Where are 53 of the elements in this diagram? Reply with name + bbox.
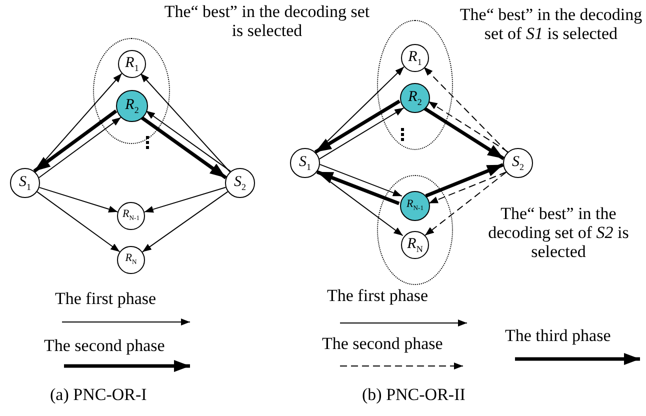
node-label: R$_{N}$ <box>407 236 423 254</box>
group-heading: The“ best” in the decoding set is selected <box>163 2 371 40</box>
arrow <box>319 164 402 197</box>
arrow <box>144 186 226 213</box>
node-circle <box>117 202 145 230</box>
node-circle <box>401 44 429 72</box>
node-label: R$_{1}$ <box>125 56 139 72</box>
node-label: S$_{1}$ <box>299 154 311 172</box>
group-heading: The“ best” in the decoding set of S2 is selected <box>487 204 630 261</box>
node-circle <box>10 168 40 198</box>
legend-label: The third phase <box>505 326 611 346</box>
node-label: S$_{2}$ <box>234 174 246 192</box>
node-circle <box>400 83 430 113</box>
legend-label: The first phase <box>327 286 428 306</box>
arrow <box>424 172 507 236</box>
node-label: R$_{2}$ <box>408 90 422 106</box>
figure-caption: (a) PNC-OR-I <box>50 385 147 405</box>
arrow <box>318 107 404 160</box>
arrow <box>314 100 400 154</box>
node-circle <box>290 148 320 178</box>
node-circle <box>401 231 429 259</box>
node-label: R$_{N}$ <box>125 253 137 267</box>
arrow <box>428 172 507 204</box>
arrow <box>425 163 504 198</box>
node-label: S$_{2}$ <box>512 154 524 172</box>
node-label: S$_{1}$ <box>19 174 31 192</box>
arrow <box>423 106 505 160</box>
node-circle <box>400 191 430 221</box>
node-label: R$_{2}$ <box>125 98 139 114</box>
node-circle <box>116 90 148 122</box>
node-circle <box>225 168 255 198</box>
node-label: R$_{N-1}$ <box>406 199 424 213</box>
node-circle <box>117 246 145 274</box>
node-circle <box>503 148 533 178</box>
arrow <box>142 191 228 252</box>
arrow <box>423 66 508 153</box>
legend-label: The first phase <box>55 289 156 309</box>
group-heading: The“ best” in the decoding set of S1 is selected <box>458 5 644 43</box>
arrow <box>140 116 227 180</box>
node-circle <box>118 50 146 78</box>
arrow <box>140 72 230 172</box>
arrow <box>38 116 122 178</box>
arrow <box>428 100 508 152</box>
node-label: R$_{N-1}$ <box>122 209 140 223</box>
legend-label: The second phase <box>322 334 443 354</box>
arrow <box>316 170 400 206</box>
figure-caption: (b) PNC-OR-II <box>362 385 466 405</box>
legend-label: The second phase <box>44 336 165 356</box>
arrow <box>145 110 232 172</box>
arrow <box>33 110 118 173</box>
arrow <box>36 191 120 252</box>
node-label: R$_{1}$ <box>408 50 422 66</box>
arrow <box>38 186 118 212</box>
